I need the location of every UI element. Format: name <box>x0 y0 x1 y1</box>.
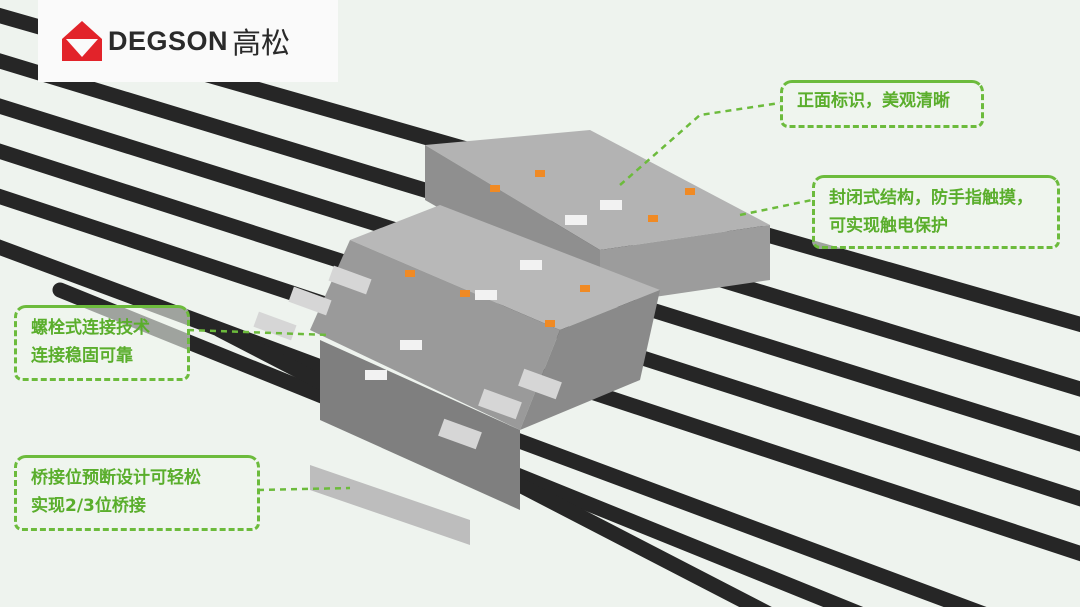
logo-mark-icon <box>62 21 102 61</box>
logo-brand-cn: 高松 <box>232 26 291 60</box>
callout-text: 封闭式结构，防手指触摸， <box>829 188 1033 208</box>
cable-ferrules <box>253 265 562 450</box>
logo-brand-en: DEGSON <box>108 25 229 56</box>
callout-enclosed-structure: 封闭式结构，防手指触摸， 可实现触电保护 <box>812 175 1060 249</box>
callout-text: 螺栓式连接技术 <box>31 318 150 338</box>
callout-text: 正面标识，美观清晰 <box>797 91 950 111</box>
callout-bridge-position: 桥接位预断设计可轻松 实现2/3位桥接 <box>14 455 260 531</box>
callout-text: 可实现触电保护 <box>829 216 948 236</box>
callout-screw-connection: 螺栓式连接技术 连接稳固可靠 <box>14 305 190 381</box>
callout-text: 实现2/3位桥接 <box>31 496 146 516</box>
callout-connectors <box>187 101 813 492</box>
terminal-blocks <box>310 130 770 510</box>
degson-logo: DEGSON 高松 <box>38 0 338 82</box>
callout-text: 连接稳固可靠 <box>31 346 133 366</box>
callout-text: 桥接位预断设计可轻松 <box>31 468 201 488</box>
din-rail <box>310 465 470 545</box>
callout-front-marking: 正面标识，美观清晰 <box>780 80 984 128</box>
